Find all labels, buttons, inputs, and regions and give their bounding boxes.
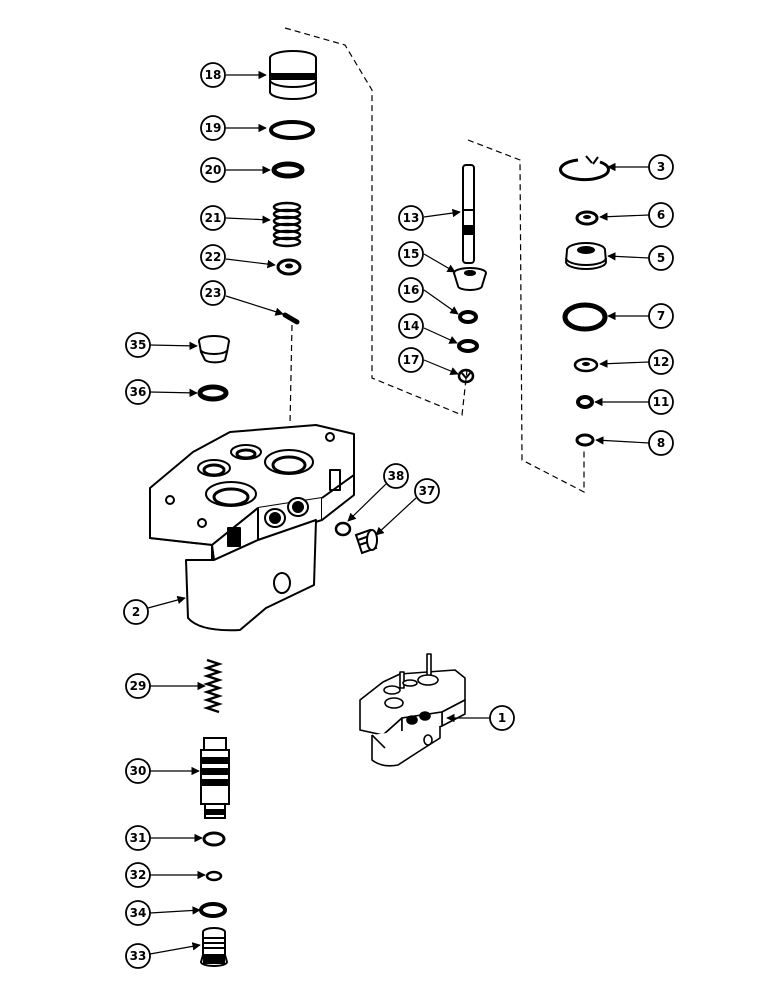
part-38-o-ring	[334, 521, 352, 537]
callout-label-12: 12	[653, 355, 670, 369]
callout-label-6: 6	[657, 208, 665, 222]
callout-label-35: 35	[130, 338, 147, 352]
part-8-ring	[575, 433, 595, 447]
callout-29	[125, 673, 151, 699]
callout-label-8: 8	[657, 436, 665, 450]
part-11-ring	[576, 395, 594, 409]
callout-label-18: 18	[205, 68, 222, 82]
callout-label-33: 33	[130, 949, 147, 963]
callout-label-20: 20	[205, 163, 222, 177]
callout-30	[125, 758, 151, 784]
callout-15	[398, 241, 424, 267]
leader-arrows	[147, 70, 650, 955]
callout-label-36: 36	[130, 385, 147, 399]
part-29-spring	[203, 658, 223, 714]
part-22-washer	[276, 258, 302, 276]
callout-17	[398, 347, 424, 373]
callout-6	[648, 202, 674, 228]
part-17-clip	[457, 368, 475, 384]
part-20-o-ring	[271, 161, 305, 179]
callout-8	[648, 430, 674, 456]
part-3-snap-ring	[559, 155, 610, 182]
callout-label-30: 30	[130, 764, 147, 778]
callout-label-31: 31	[130, 831, 147, 845]
callout-label-7: 7	[657, 309, 665, 323]
part-16-ring	[458, 310, 478, 324]
part-30-spool	[200, 737, 230, 819]
callout-13	[398, 205, 424, 231]
part-19-ring	[269, 120, 315, 140]
callout-21	[200, 205, 226, 231]
callout-label-2: 2	[132, 605, 140, 619]
part-36-o-ring	[197, 384, 229, 402]
part-2-valve-body	[149, 424, 355, 632]
part-7-o-ring	[562, 302, 608, 332]
callout-12	[648, 349, 674, 375]
callout-3	[648, 154, 674, 180]
callout-11	[648, 389, 674, 415]
callout-36	[125, 379, 151, 405]
assembly-dashed-lines	[284, 27, 585, 493]
part-21-spring	[272, 201, 302, 248]
part-14-ring	[457, 339, 479, 353]
callout-label-15: 15	[403, 247, 420, 261]
callout-label-17: 17	[403, 353, 420, 367]
callout-label-11: 11	[653, 395, 670, 409]
callout-33	[125, 943, 151, 969]
callout-label-37: 37	[419, 484, 436, 498]
callout-label-5: 5	[657, 251, 665, 265]
callout-20	[200, 157, 226, 183]
callout-label-22: 22	[205, 250, 222, 264]
callout-14	[398, 313, 424, 339]
part-23-pin	[282, 312, 300, 325]
callout-22	[200, 244, 226, 270]
callout-2	[123, 599, 149, 625]
callout-38	[383, 463, 409, 489]
callout-18	[200, 62, 226, 88]
callout-label-34: 34	[130, 906, 147, 920]
callout-19	[200, 115, 226, 141]
callout-label-14: 14	[403, 319, 420, 333]
part-34-o-ring	[199, 902, 227, 918]
part-6-washer	[575, 210, 599, 226]
callout-32	[125, 862, 151, 888]
callout-label-29: 29	[130, 679, 147, 693]
callout-label-1: 1	[498, 711, 506, 725]
callout-label-16: 16	[403, 283, 420, 297]
part-13-stem	[462, 164, 475, 264]
callout-35	[125, 332, 151, 358]
part-18-sleeve	[269, 50, 317, 100]
callout-1	[489, 705, 515, 731]
callout-label-23: 23	[205, 286, 222, 300]
part-35-plug	[198, 335, 230, 364]
part-15-cap	[453, 267, 487, 291]
callout-23	[200, 280, 226, 306]
callout-34	[125, 900, 151, 926]
part-33-plug	[199, 927, 229, 967]
callout-label-19: 19	[205, 121, 222, 135]
callout-7	[648, 303, 674, 329]
part-32-ring	[205, 870, 223, 882]
callout-label-13: 13	[403, 211, 420, 225]
part-37-plug	[354, 528, 378, 555]
part-31-ring	[202, 831, 226, 847]
part-12-washer	[573, 357, 599, 373]
callout-16	[398, 277, 424, 303]
callout-37	[414, 478, 440, 504]
callout-label-38: 38	[388, 469, 405, 483]
callout-label-21: 21	[205, 211, 222, 225]
callout-label-32: 32	[130, 868, 147, 882]
callout-31	[125, 825, 151, 851]
callout-label-3: 3	[657, 160, 665, 174]
part-1-valve-assembly	[359, 653, 466, 767]
callout-5	[648, 245, 674, 271]
callouts	[123, 62, 674, 969]
part-5-retainer	[564, 242, 608, 270]
